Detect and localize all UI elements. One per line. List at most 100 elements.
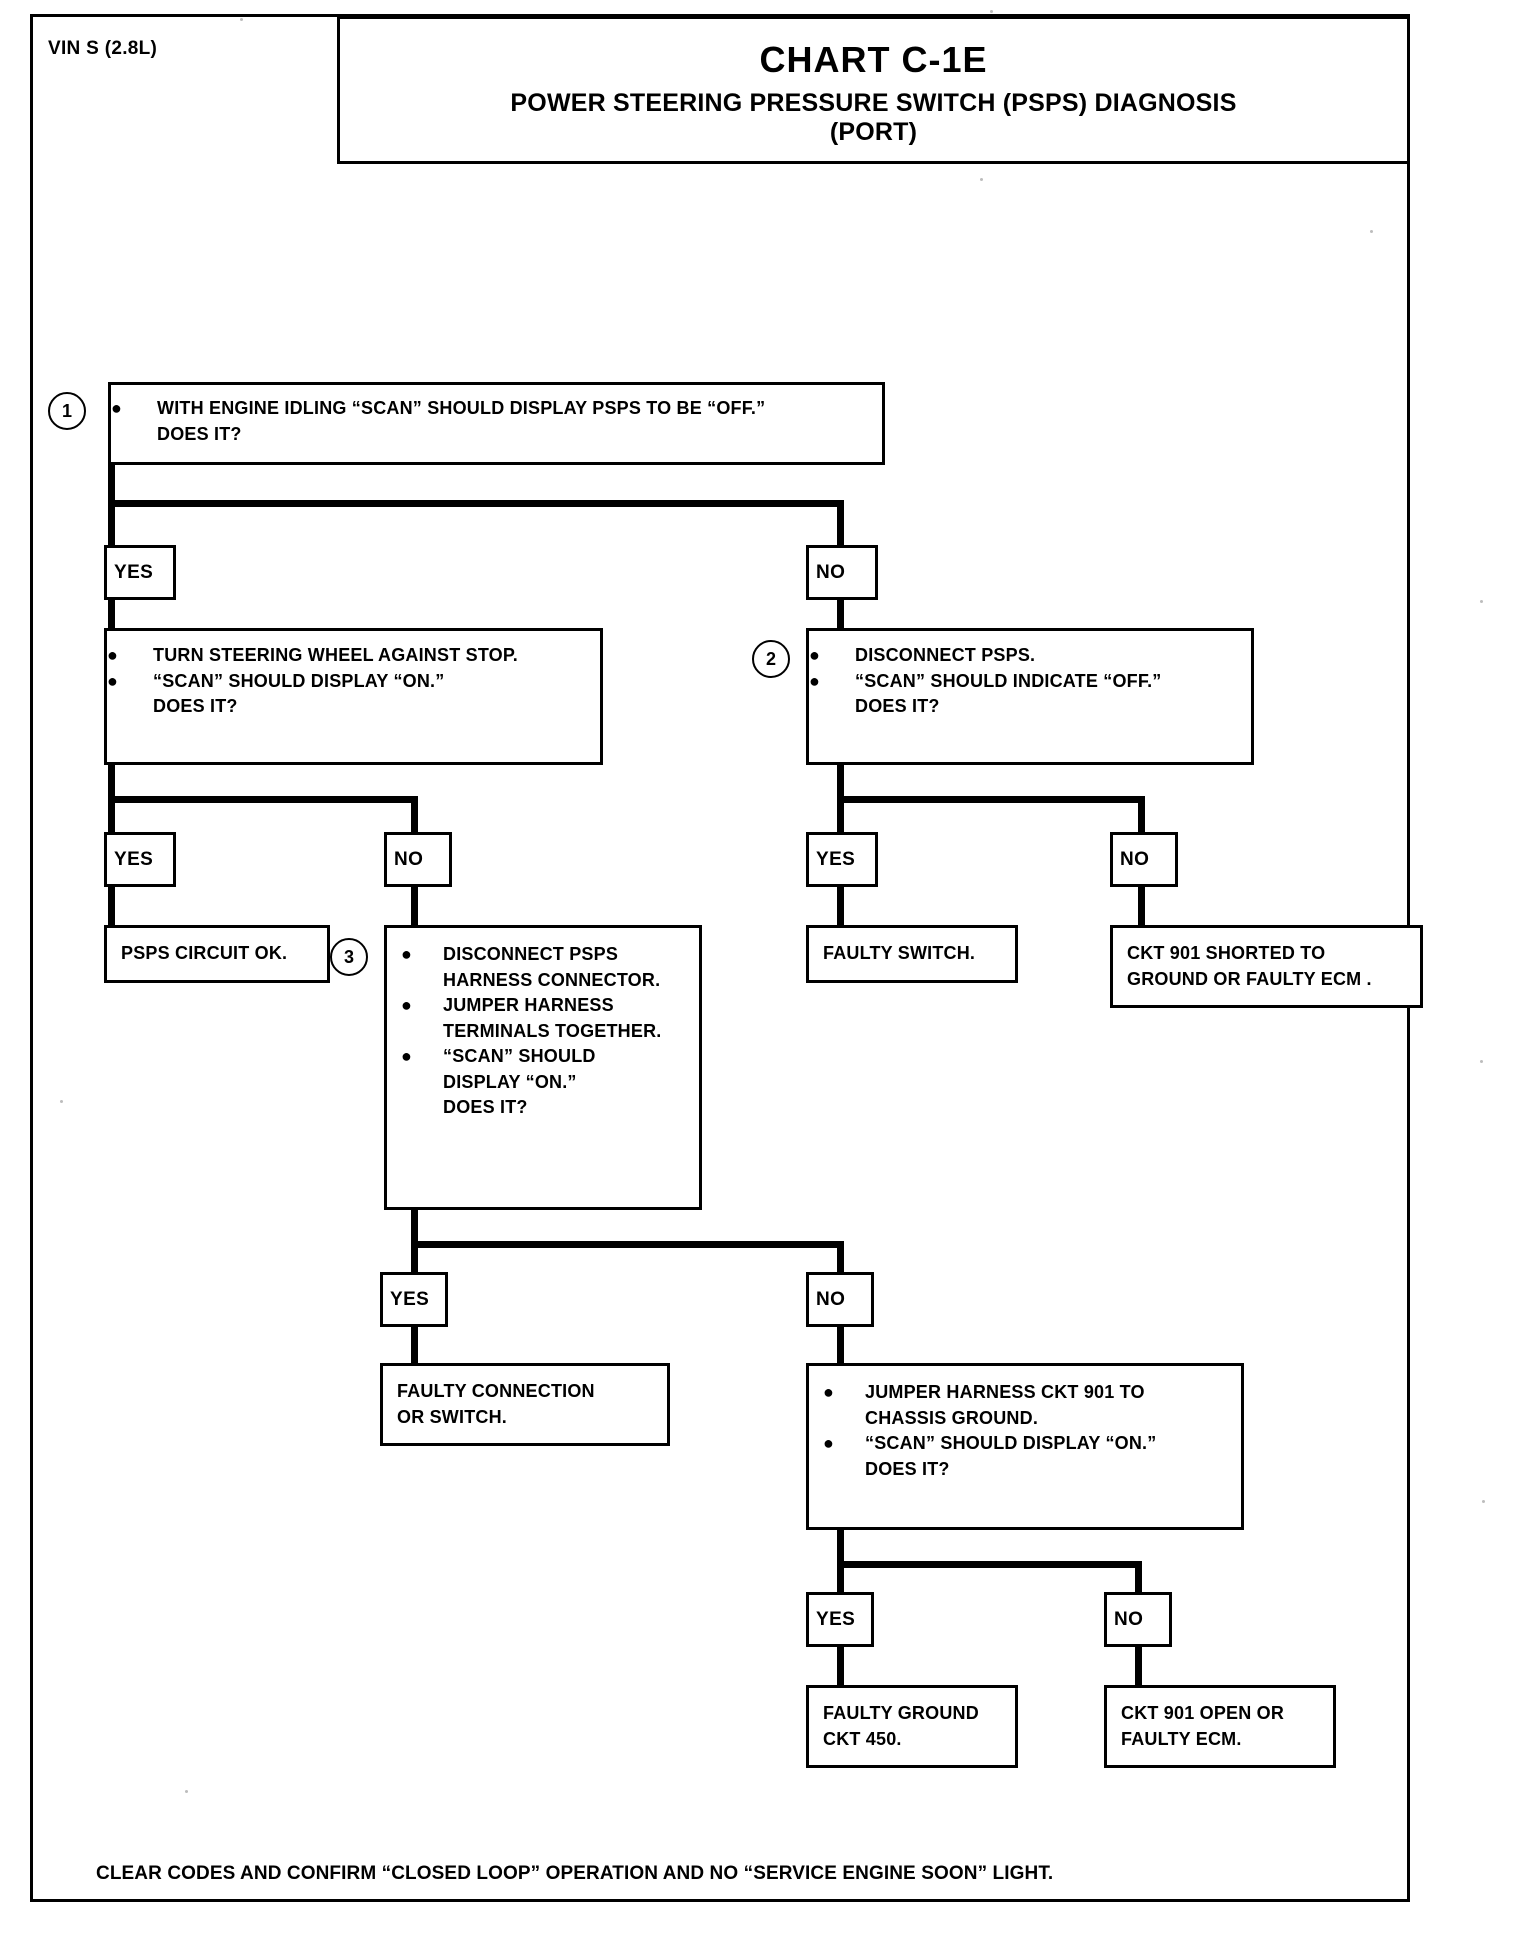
step3-line3: JUMPER HARNESS (443, 995, 614, 1016)
connector-step2-to-yes (837, 796, 844, 834)
branch-yes-step3[interactable]: YES (380, 1272, 448, 1327)
faulty-connection-line2: OR SWITCH. (397, 1406, 507, 1427)
ckt901-open-line1: CKT 901 OPEN OR (1121, 1703, 1285, 1723)
turn-wheel-line1: TURN STEERING WHEEL AGAINST STOP. (153, 645, 518, 665)
psps-circuit-ok-text: PSPS CIRCUIT OK. (121, 943, 288, 963)
branch-yes-jumper-ground[interactable]: YES (806, 1592, 874, 1647)
scan-speck (1480, 600, 1483, 603)
connector-yes2-to-pspsok (108, 885, 115, 927)
step-marker-3: 3 (330, 938, 368, 976)
step1-question-box[interactable]: ● WITH ENGINE IDLING “SCAN” SHOULD DISPL… (108, 382, 885, 465)
step2-line2: “SCAN” SHOULD INDICATE “OFF.” (855, 670, 1162, 691)
jumper-ground-line4: DOES IT? (865, 1458, 950, 1479)
turn-wheel-box[interactable]: ● TURN STEERING WHEEL AGAINST STOP. ● “S… (104, 628, 603, 765)
ckt901-open-box[interactable]: CKT 901 OPEN OR FAULTY ECM. (1104, 1685, 1336, 1768)
connector-turnwheel-down (108, 763, 115, 803)
scan-speck (185, 1790, 188, 1793)
jumper-ground-line1: JUMPER HARNESS CKT 901 TO (865, 1382, 1145, 1402)
turn-wheel-bullet-1: ● TURN STEERING WHEEL AGAINST STOP. (107, 643, 600, 669)
connector-step3-to-no (837, 1241, 844, 1275)
step3-bullet-1: ● DISCONNECT PSPS (387, 942, 699, 968)
bullet-icon: ● (401, 1046, 413, 1067)
connector-step2-split (837, 796, 1145, 803)
branch-no-jumper-ground[interactable]: NO (1104, 1592, 1172, 1647)
connector-turnwheel-to-no (411, 796, 418, 834)
chart-title: POWER STEERING PRESSURE SWITCH (PSPS) DI… (340, 89, 1407, 148)
step1-text-line2: DOES IT? (157, 423, 242, 444)
branch-no-step2[interactable]: NO (1110, 832, 1178, 887)
jumper-ground-bullet-2: ● “SCAN” SHOULD DISPLAY “ON.” (809, 1431, 1241, 1457)
faulty-connection-box[interactable]: FAULTY CONNECTION OR SWITCH. (380, 1363, 670, 1446)
connector-step3-down (411, 1208, 418, 1248)
bullet-icon: ● (401, 995, 413, 1016)
branch-no-step1[interactable]: NO (806, 545, 878, 600)
step3-line6: DISPLAY “ON.” (443, 1071, 577, 1092)
connector-step2-down (837, 763, 844, 803)
scan-speck (240, 18, 243, 21)
connector-jumperground-to-yes (837, 1561, 844, 1595)
jumper-ground-bullet-1: ● JUMPER HARNESS CKT 901 TO (809, 1380, 1241, 1406)
faulty-ground-box[interactable]: FAULTY GROUND CKT 450. (806, 1685, 1018, 1768)
jumper-ground-box[interactable]: ● JUMPER HARNESS CKT 901 TO CHASSIS GROU… (806, 1363, 1244, 1530)
step1-bullet-item: ● WITH ENGINE IDLING “SCAN” SHOULD DISPL… (111, 396, 882, 422)
step3-line1: DISCONNECT PSPS (443, 944, 619, 964)
ckt901-shorted-box[interactable]: CKT 901 SHORTED TO GROUND OR FAULTY ECM … (1110, 925, 1423, 1008)
connector-turnwheel-to-yes (108, 796, 115, 834)
bullet-icon: ● (107, 645, 119, 665)
connector-step1-split (108, 500, 844, 507)
jumper-ground-line2: CHASSIS GROUND. (865, 1407, 1039, 1428)
connector-step1-to-yes (108, 500, 115, 546)
turn-wheel-line3: DOES IT? (153, 696, 238, 717)
scan-speck (1370, 230, 1373, 233)
chart-number: CHART C-1E (759, 39, 988, 80)
connector-no1-to-step2 (837, 598, 844, 630)
step3-question-box[interactable]: ● DISCONNECT PSPS HARNESS CONNECTOR. ● J… (384, 925, 702, 1210)
faulty-switch-box[interactable]: FAULTY SWITCH. (806, 925, 1018, 983)
step-marker-1: 1 (48, 392, 86, 430)
step3-bullet-2: ● JUMPER HARNESS (387, 993, 699, 1019)
scan-speck (1480, 1060, 1483, 1063)
step2-bullet-1: ● DISCONNECT PSPS. (809, 643, 1251, 669)
ckt901-open-line2: FAULTY ECM. (1121, 1728, 1242, 1749)
connector-jumperground-split (837, 1561, 1142, 1568)
bullet-icon: ● (823, 1382, 835, 1402)
connector-step3-split (411, 1241, 841, 1248)
jumper-ground-line3: “SCAN” SHOULD DISPLAY “ON.” (865, 1433, 1157, 1454)
connector-no4-to-jumperground (837, 1325, 844, 1365)
step2-line3: DOES IT? (855, 696, 940, 717)
connector-yes3-to-faultyswitch (837, 885, 844, 927)
step3-line7: DOES IT? (443, 1097, 528, 1118)
connector-no3-to-ckt901shorted (1138, 885, 1145, 927)
branch-no-turn-wheel[interactable]: NO (384, 832, 452, 887)
bullet-icon: ● (111, 398, 123, 418)
step3-line2: HARNESS CONNECTOR. (443, 969, 661, 990)
branch-no-step3[interactable]: NO (806, 1272, 874, 1327)
scan-speck (990, 10, 993, 13)
connector-step1-down-left (108, 462, 115, 508)
chart-title-line2: (PORT) (829, 118, 918, 147)
step3-bullet-3: ● “SCAN” SHOULD (387, 1044, 699, 1070)
branch-yes-step2[interactable]: YES (806, 832, 878, 887)
faulty-switch-text: FAULTY SWITCH. (823, 943, 976, 963)
ckt901-shorted-line1: CKT 901 SHORTED TO (1127, 943, 1326, 963)
branch-yes-step1[interactable]: YES (104, 545, 176, 600)
connector-no5-to-ckt901open (1135, 1645, 1142, 1687)
branch-yes-turn-wheel[interactable]: YES (104, 832, 176, 887)
chart-title-line1: POWER STEERING PRESSURE SWITCH (PSPS) DI… (510, 88, 1237, 117)
connector-step1-to-no (837, 500, 844, 546)
connector-yes5-to-faultyground (837, 1645, 844, 1687)
faulty-ground-line1: FAULTY GROUND (823, 1703, 979, 1723)
connector-jumperground-down (837, 1528, 844, 1568)
connector-step2-to-no (1138, 796, 1145, 834)
step2-line1: DISCONNECT PSPS. (855, 645, 1036, 665)
turn-wheel-line2: “SCAN” SHOULD DISPLAY “ON.” (153, 670, 445, 691)
connector-no2-to-step3 (411, 885, 418, 927)
step2-question-box[interactable]: ● DISCONNECT PSPS. ● “SCAN” SHOULD INDIC… (806, 628, 1254, 765)
connector-turnwheel-split (108, 796, 418, 803)
connector-jumperground-to-no (1135, 1561, 1142, 1595)
psps-circuit-ok-box[interactable]: PSPS CIRCUIT OK. (104, 925, 330, 983)
turn-wheel-bullet-2: ● “SCAN” SHOULD DISPLAY “ON.” (107, 669, 600, 695)
ckt901-shorted-line2: GROUND OR FAULTY ECM . (1127, 968, 1372, 989)
step3-line5: “SCAN” SHOULD (443, 1046, 596, 1067)
